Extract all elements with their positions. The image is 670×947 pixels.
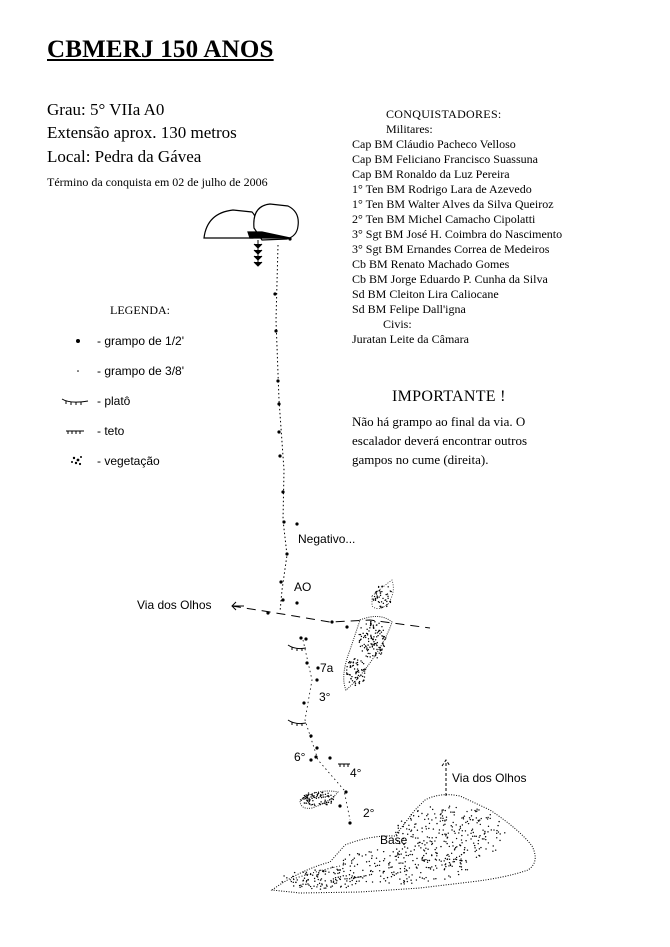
grade-3-label: 3° bbox=[319, 690, 331, 704]
bolt-markers bbox=[266, 237, 352, 825]
completion-date-text: Término da conquista em 02 de julho de 2… bbox=[47, 175, 268, 189]
roof-icon bbox=[66, 430, 84, 434]
via-dos-olhos-right-label: Via dos Olhos bbox=[452, 771, 527, 785]
military-member: Cap BM Ronaldo da Luz Pereira bbox=[352, 167, 510, 181]
bolt-icon bbox=[277, 402, 281, 406]
via-dos-olhos-left-label: Via dos Olhos bbox=[137, 598, 212, 612]
military-member: 3° Sgt BM Ernandes Correa de Medeiros bbox=[352, 242, 550, 256]
vegetation-dots bbox=[300, 585, 392, 807]
summit-boulders bbox=[203, 203, 299, 241]
grade-2-label: 2° bbox=[363, 806, 375, 820]
military-member: Cb BM Jorge Eduardo P. Cunha da Silva bbox=[352, 272, 548, 286]
location-text: Local: Pedra da Gávea bbox=[47, 147, 202, 166]
grade-text: Grau: 5° VIIa A0 bbox=[47, 100, 165, 119]
base-rock-texture bbox=[281, 805, 506, 890]
legend-label-bolt-half: - grampo de 1/2' bbox=[97, 334, 185, 348]
bolt-icon bbox=[279, 580, 283, 584]
legend-label-ledge: - platô bbox=[97, 394, 131, 408]
bolt-icon bbox=[273, 292, 277, 296]
anchor-mark bbox=[253, 240, 263, 267]
bolt-icon bbox=[266, 611, 270, 615]
bolt-icon bbox=[276, 379, 280, 383]
bolt-icon bbox=[288, 237, 292, 241]
bolt-icon bbox=[295, 522, 299, 526]
legend-title: LEGENDA: bbox=[110, 303, 170, 317]
civilian-member: Juratan Leite da Câmara bbox=[352, 332, 469, 346]
important-text: Não há grampo ao final da via. O escalad… bbox=[352, 414, 528, 467]
bolt-icon bbox=[285, 552, 289, 556]
ledge-icon bbox=[61, 398, 89, 405]
bolt-icon bbox=[338, 804, 342, 808]
military-member: 3° Sgt BM José H. Coimbra do Nascimento bbox=[352, 227, 563, 241]
military-list: Cap BM Cláudio Pacheco Velloso Cap BM Fe… bbox=[352, 137, 562, 317]
military-member: Sd BM Cleiton Lira Caliocane bbox=[352, 287, 499, 301]
bolt-icon bbox=[314, 755, 318, 759]
bolt-icon bbox=[282, 520, 286, 524]
base-label: Base bbox=[380, 833, 408, 847]
arrow-up-icon bbox=[441, 759, 451, 796]
military-member: 2° Ten BM Michel Camacho Cipolatti bbox=[352, 212, 536, 226]
legend-label-bolt-three-eighths: - grampo de 3/8' bbox=[97, 364, 185, 378]
legend-label-roof: - teto bbox=[97, 424, 125, 438]
bolt-icon bbox=[316, 666, 320, 670]
bolt-icon bbox=[302, 701, 306, 705]
bolt-icon bbox=[305, 661, 309, 665]
military-member: Sd BM Felipe Dall'igna bbox=[352, 302, 466, 316]
base-rock bbox=[270, 794, 536, 894]
conquerors-heading: CONQUISTADORES: bbox=[386, 107, 502, 121]
military-member: 1° Ten BM Rodrigo Lara de Azevedo bbox=[352, 182, 532, 196]
a0-label: AO bbox=[294, 580, 312, 594]
bolt-icon bbox=[274, 329, 278, 333]
bolt-icon bbox=[328, 756, 332, 760]
route-line bbox=[275, 244, 288, 613]
bolt-icon bbox=[304, 637, 308, 641]
bolt-half-inch-icon bbox=[76, 339, 80, 343]
bolt-icon bbox=[315, 746, 319, 750]
grade-6-label: 6° bbox=[294, 750, 306, 764]
bolt-icon bbox=[295, 601, 299, 605]
bolt-icon bbox=[299, 636, 303, 640]
military-member: 1° Ten BM Walter Alves da Silva Queiroz bbox=[352, 197, 554, 211]
bolt-icon bbox=[309, 758, 313, 762]
bolt-icon bbox=[281, 598, 285, 602]
bolt-icon bbox=[348, 821, 352, 825]
bolt-icon bbox=[344, 790, 348, 794]
military-member: Cap BM Feliciano Francisco Suassuna bbox=[352, 152, 538, 166]
length-text: Extensão aprox. 130 metros bbox=[47, 123, 237, 142]
bolt-icon bbox=[315, 678, 319, 682]
ledge-markers bbox=[287, 644, 350, 767]
vegetation-icon bbox=[71, 456, 82, 466]
bolt-icon bbox=[330, 620, 334, 624]
important-title: IMPORTANTE ! bbox=[392, 388, 506, 405]
military-heading: Militares: bbox=[386, 122, 433, 136]
negative-label: Negativo... bbox=[298, 532, 356, 546]
bolt-icon bbox=[278, 454, 282, 458]
bolt-icon bbox=[309, 734, 313, 738]
page-title: CBMERJ 150 ANOS bbox=[47, 36, 274, 63]
vegetation-patch bbox=[299, 579, 394, 809]
military-member: Cb BM Renato Machado Gomes bbox=[352, 257, 510, 271]
legend-label-vegetation: - vegetação bbox=[97, 454, 160, 468]
arrow-left-icon bbox=[231, 601, 244, 611]
military-member: Cap BM Cláudio Pacheco Velloso bbox=[352, 137, 516, 151]
traverse-line bbox=[231, 605, 431, 629]
civilians-heading: Civis: bbox=[383, 317, 412, 331]
grade-7a-label: 7a bbox=[320, 661, 334, 675]
bolt-icon bbox=[277, 430, 281, 434]
bolt-icon bbox=[345, 625, 349, 629]
grade-4-label: 4° bbox=[350, 766, 362, 780]
bolt-three-eighths-icon bbox=[77, 370, 79, 372]
bolt-icon bbox=[281, 490, 285, 494]
